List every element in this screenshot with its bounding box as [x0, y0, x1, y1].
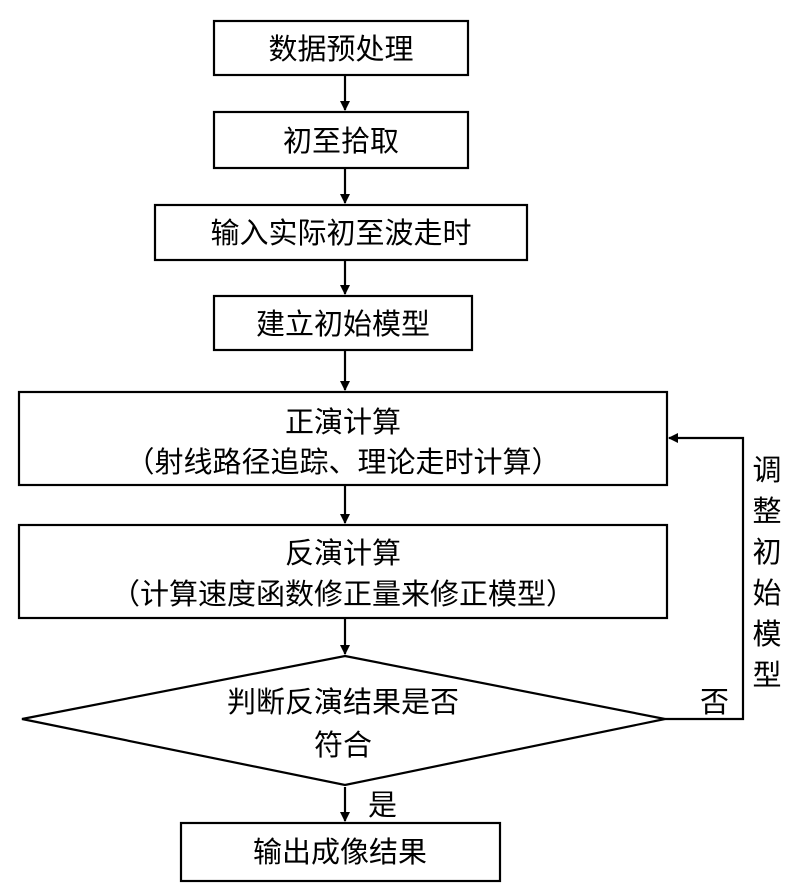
- no-label: 否: [700, 685, 729, 719]
- feedback-char: 型: [752, 658, 781, 692]
- decision-line2: 符合: [314, 728, 372, 762]
- yes-label: 是: [368, 788, 397, 822]
- feedback-char: 始: [752, 576, 781, 610]
- decision-line1: 判断反演结果是否: [227, 685, 459, 719]
- init-model-box: [212, 294, 474, 352]
- inverse-box: [17, 523, 669, 620]
- output-box: [179, 821, 502, 883]
- preprocess-box: [212, 19, 470, 77]
- forward-title: 正演计算: [285, 405, 401, 439]
- feedback-label: 调 整 初 始 模 型: [752, 453, 781, 692]
- forward-box: [17, 390, 669, 487]
- output-label: 输出成像结果: [253, 835, 427, 869]
- inverse-detail: （计算速度函数修正量来修正模型）: [111, 577, 575, 611]
- first-break-box: [212, 110, 470, 170]
- feedback-arrow: [665, 433, 745, 721]
- decision-diamond: [21, 654, 666, 787]
- init-model-label: 建立初始模型: [256, 307, 430, 341]
- input-times-box: [153, 203, 529, 262]
- feedback-char: 模: [752, 617, 781, 651]
- input-times-label: 输入实际初至波走时: [210, 216, 471, 250]
- feedback-char: 调: [752, 453, 781, 487]
- feedback-char: 初: [752, 535, 781, 569]
- preprocess-label: 数据预处理: [268, 32, 413, 66]
- inverse-title: 反演计算: [285, 536, 401, 570]
- forward-detail: （射线路径追踪、理论走时计算）: [125, 445, 560, 479]
- first-break-label: 初至拾取: [283, 124, 399, 158]
- feedback-char: 整: [752, 494, 781, 528]
